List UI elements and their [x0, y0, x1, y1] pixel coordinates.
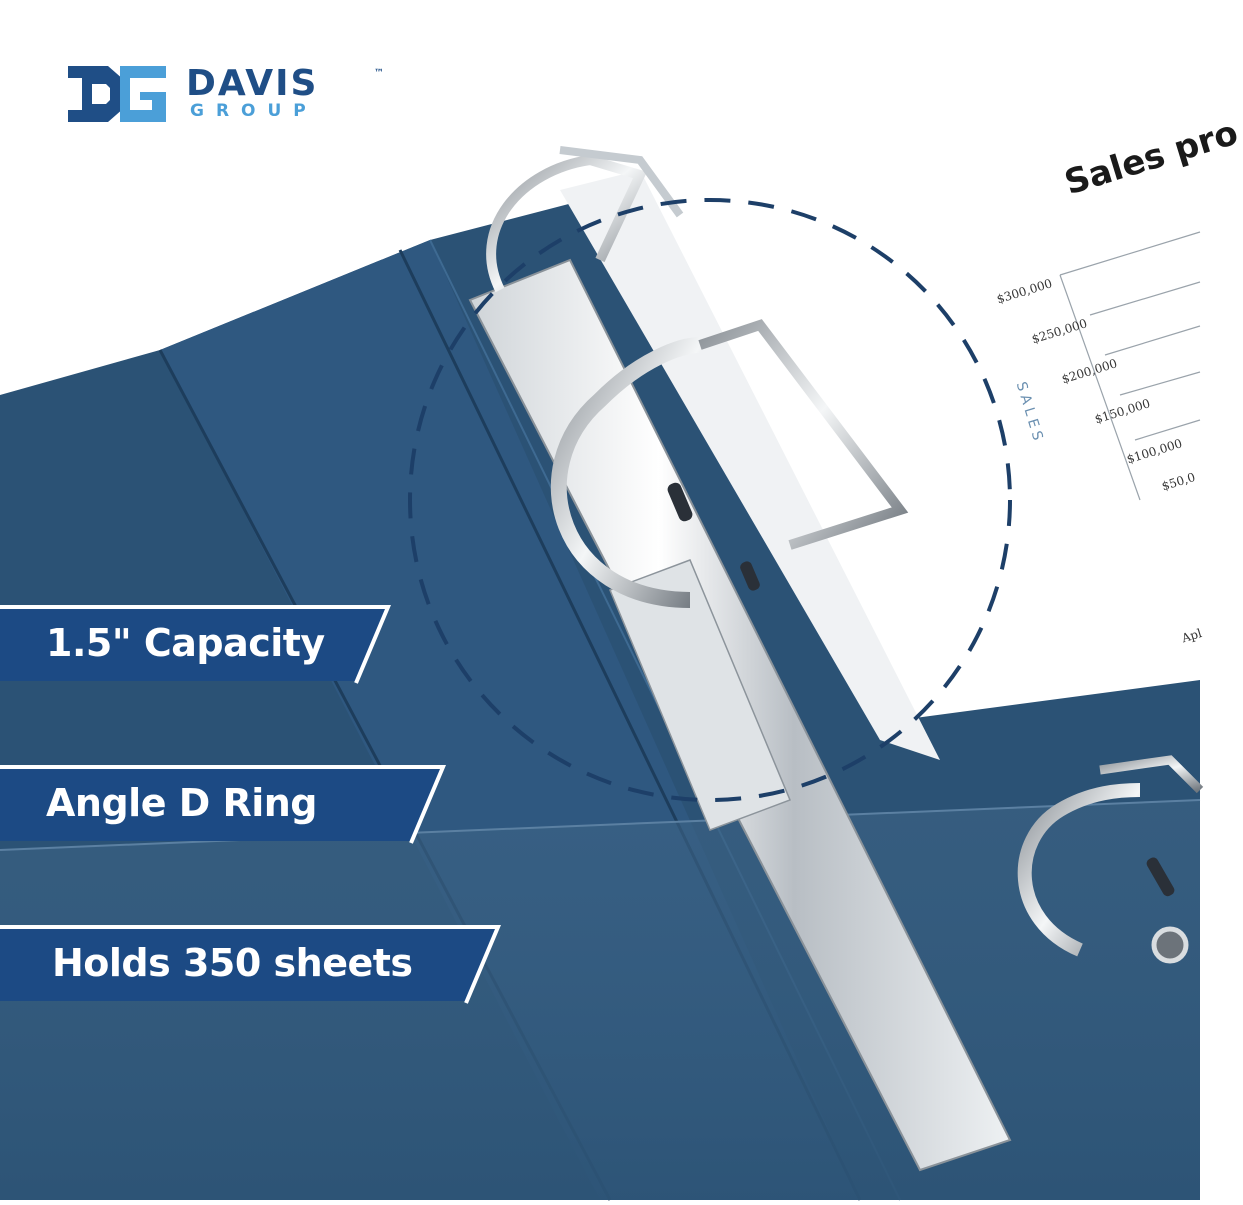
feature-banner-ring: Angle D Ring	[0, 763, 450, 844]
feature-label: Holds 350 sheets	[52, 941, 413, 985]
banner-shape	[0, 765, 447, 844]
feature-banner-capacity: 1.5" Capacity	[0, 603, 395, 684]
dg-logo-icon	[68, 66, 166, 122]
brand-trademark: ™	[374, 68, 384, 79]
banner-shape	[0, 605, 392, 684]
davis-group-logo: DAVIS ™ GROUP	[68, 63, 384, 126]
brand-subname: GROUP	[190, 101, 318, 121]
feature-label: Angle D Ring	[46, 781, 318, 825]
feature-banner-sheets: Holds 350 sheets	[0, 923, 505, 1004]
dashed-zoom-circle-icon	[408, 198, 1012, 802]
brand-name: DAVIS	[186, 63, 319, 104]
product-scene: Sales pro SALES $300,000 $250,000 $200,0…	[0, 40, 1243, 1201]
banner-shape	[0, 925, 502, 1004]
feature-label: 1.5" Capacity	[46, 621, 325, 665]
binder-illustration	[0, 40, 1204, 1201]
